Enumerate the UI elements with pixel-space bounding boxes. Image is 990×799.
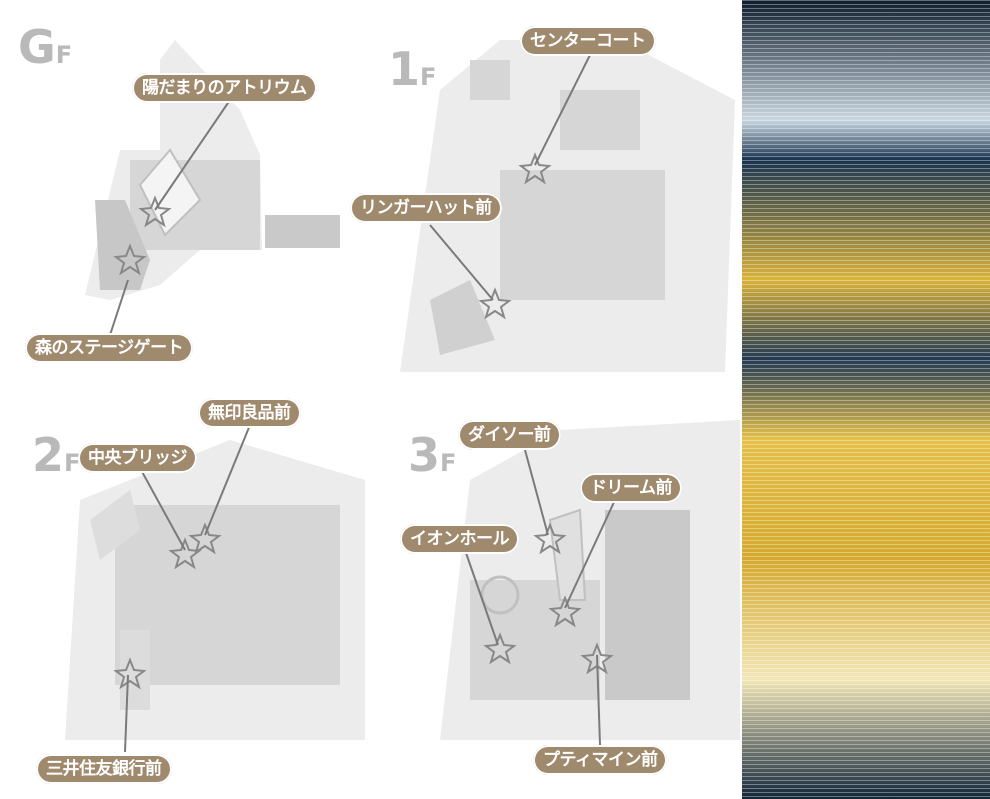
floor-maps: GF 1F 2F 3F 陽だまりのアトリウム 森のステージゲート センターコート…	[18, 20, 740, 784]
spot-label-center-court[interactable]: センターコート	[520, 26, 656, 56]
floor-label-3f: 3F	[408, 428, 457, 482]
floor-label-2f: 2F	[32, 428, 81, 482]
star-icon	[138, 195, 172, 228]
star-icon	[533, 522, 567, 555]
f1-map	[400, 40, 735, 372]
venue-photo	[742, 0, 990, 799]
spot-label-petit-main[interactable]: プティマイン前	[533, 745, 668, 775]
spot-label-dream[interactable]: ドリーム前	[580, 473, 682, 503]
f2-map	[65, 424, 365, 753]
star-icon	[518, 152, 552, 185]
spot-label-hidamari-atrium[interactable]: 陽だまりのアトリウム	[132, 73, 317, 103]
gf-map	[85, 40, 340, 336]
spot-label-muji[interactable]: 無印良品前	[198, 398, 301, 428]
floor-label-1f: 1F	[388, 42, 437, 96]
star-icon	[483, 632, 517, 665]
spot-label-daiso[interactable]: ダイソー前	[458, 420, 561, 450]
spot-label-central-bridge[interactable]: 中央ブリッジ	[78, 443, 197, 473]
star-icon	[113, 657, 147, 690]
star-icon	[113, 243, 147, 276]
spot-label-aeon-hall[interactable]: イオンホール	[400, 524, 519, 554]
star-icon	[478, 287, 512, 320]
star-icon	[188, 522, 222, 555]
spot-label-ringerhut[interactable]: リンガーハット前	[350, 193, 502, 223]
photo-image	[742, 0, 990, 799]
floor-map-drawings	[65, 40, 740, 753]
floor-label-gf: GF	[18, 20, 73, 74]
star-icon	[548, 595, 582, 628]
spot-label-mori-stage-gate[interactable]: 森のステージゲート	[25, 333, 194, 363]
f3-map	[440, 420, 740, 746]
spot-label-smbc[interactable]: 三井住友銀行前	[36, 754, 172, 784]
